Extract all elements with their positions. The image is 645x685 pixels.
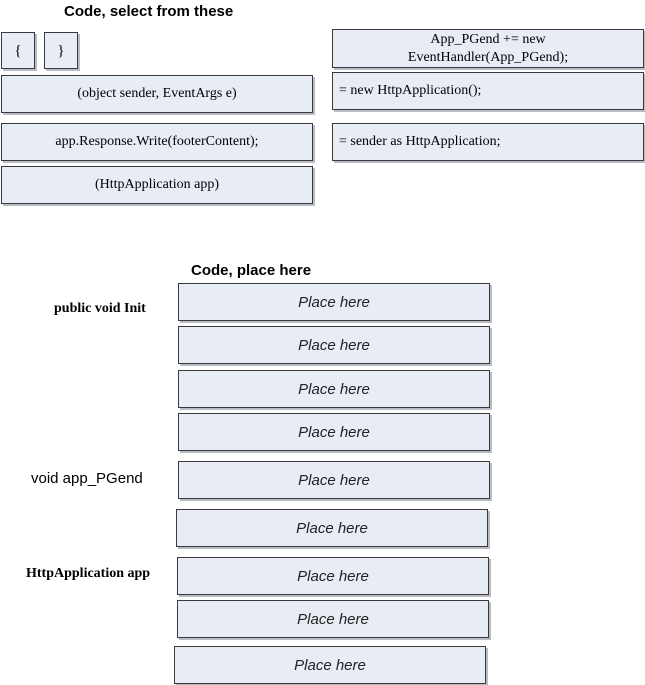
drop-slot-1[interactable]: Place here — [178, 283, 490, 321]
label-public-void-init: public void Init — [54, 301, 146, 316]
label-httpapplication-app: HttpApplication app — [26, 566, 151, 581]
code-item-open-brace[interactable]: { — [1, 32, 35, 69]
label-void-app-pgend: void app_PGend — [31, 470, 143, 487]
code-item-object-sender-args[interactable]: (object sender, EventArgs e) — [1, 75, 313, 113]
code-item-httpapplication-param[interactable]: (HttpApplication app) — [1, 166, 313, 204]
code-item-new-httpapplication[interactable]: = new HttpApplication(); — [332, 72, 644, 110]
code-item-sender-as-httpapplication[interactable]: = sender as HttpApplication; — [332, 123, 644, 161]
code-item-pgend-handler-line1: App_PGend += new — [430, 31, 546, 47]
code-item-pgend-handler-line2: EventHandler(App_PGend); — [407, 49, 569, 65]
code-item-close-brace[interactable]: } — [44, 32, 78, 69]
drop-slot-3[interactable]: Place here — [178, 370, 490, 408]
drop-slot-2[interactable]: Place here — [178, 326, 490, 364]
drop-slot-6[interactable]: Place here — [176, 509, 488, 547]
code-item-response-write[interactable]: app.Response.Write(footerContent); — [1, 123, 313, 161]
source-section-title: Code, select from these — [64, 3, 234, 20]
drop-slot-8[interactable]: Place here — [177, 600, 489, 638]
drop-slot-9[interactable]: Place here — [174, 646, 486, 684]
target-section-title: Code, place here — [191, 262, 312, 279]
drop-slot-5[interactable]: Place here — [178, 461, 490, 499]
drop-slot-7[interactable]: Place here — [177, 557, 489, 595]
drop-slot-4[interactable]: Place here — [178, 413, 490, 451]
code-item-pgend-handler[interactable]: App_PGend += new EventHandler(App_PGend)… — [332, 29, 644, 68]
